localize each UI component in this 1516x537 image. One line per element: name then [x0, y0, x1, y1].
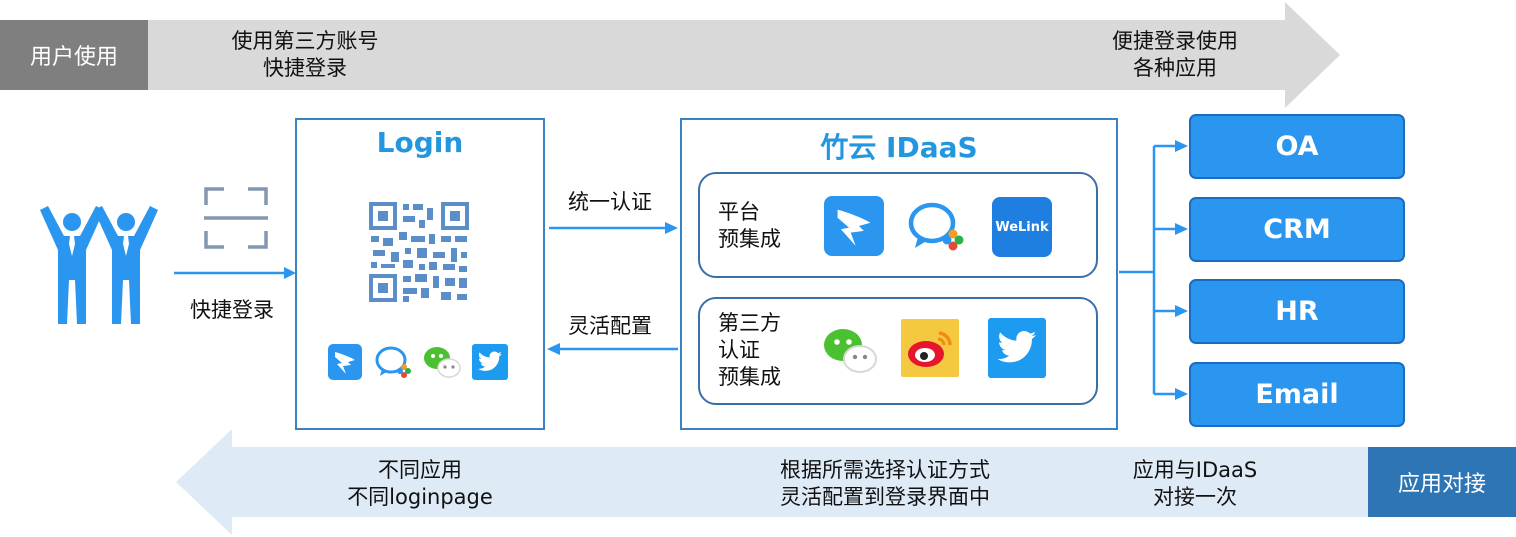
dingtalk-icon[interactable]	[328, 344, 362, 380]
twitter-bird	[997, 331, 1037, 363]
unified-auth-label: 统一认证	[568, 190, 652, 214]
app-button-hr[interactable]: HR	[1189, 279, 1405, 344]
twitter-icon[interactable]	[472, 344, 508, 380]
scan-icon	[204, 187, 268, 249]
top-banner-arrow	[0, 2, 1340, 108]
arrow-to-idaas	[549, 222, 678, 234]
app-button-oa[interactable]: OA	[1189, 114, 1405, 179]
bottom-banner-label: 应用对接	[1397, 472, 1486, 497]
bottom-banner-arrow	[176, 429, 1516, 535]
idaas-title: 竹云 IDaaS	[820, 131, 978, 164]
third-party-label-line2: 认证	[718, 338, 760, 362]
weibo-glyph	[908, 331, 952, 367]
bottom-banner-mid-line1: 根据所需选择认证方式	[780, 458, 990, 482]
bottom-banner-right-line1: 应用与IDaaS	[1132, 458, 1258, 482]
qr-code-icon[interactable]	[369, 202, 469, 302]
twitter-bird	[477, 351, 502, 371]
app-button-email[interactable]: Email	[1189, 362, 1405, 427]
people-icon	[40, 206, 158, 324]
weibo-icon[interactable]	[901, 319, 959, 377]
quick-login-label: 快捷登录	[190, 298, 274, 322]
top-banner-right-text: 便捷登录使用 各种应用	[1080, 28, 1270, 82]
dingtalk-glyph	[837, 209, 871, 246]
bottom-banner-left-line2: 不同loginpage	[347, 485, 493, 509]
login-title: Login	[376, 126, 464, 159]
platform-label-line1: 平台	[718, 200, 760, 224]
app-branch-connector	[1119, 140, 1188, 400]
arrow-to-login	[174, 267, 296, 279]
top-banner-left-text: 使用第三方账号 快捷登录	[200, 28, 410, 82]
bottom-banner-right-line2: 对接一次	[1153, 485, 1237, 509]
platform-label-line2: 预集成	[718, 227, 781, 251]
wechat-icon[interactable]	[822, 326, 878, 376]
flexible-config-label: 灵活配置	[568, 314, 652, 338]
top-banner-left-line2: 快捷登录	[263, 56, 347, 80]
top-banner-right-line1: 便捷登录使用	[1112, 29, 1238, 53]
chat-bubble-icon[interactable]	[906, 198, 970, 256]
third-party-label-line3: 预集成	[718, 365, 781, 389]
chat-bubble-icon[interactable]	[374, 343, 414, 381]
welink-icon[interactable]: WeLink	[992, 197, 1052, 257]
top-banner-left-line1: 使用第三方账号	[231, 29, 379, 53]
twitter-icon[interactable]	[988, 318, 1046, 378]
platform-label: 平台 预集成	[718, 199, 781, 253]
bottom-banner-mid-text: 根据所需选择认证方式 灵活配置到登录界面中	[740, 457, 1030, 511]
top-banner-label: 用户使用	[29, 45, 118, 70]
bottom-banner-left-text: 不同应用 不同loginpage	[300, 457, 540, 511]
app-button-crm[interactable]: CRM	[1189, 197, 1405, 262]
third-party-label: 第三方 认证 预集成	[718, 310, 781, 391]
welink-text: WeLink	[995, 219, 1049, 235]
third-party-label-line1: 第三方	[718, 311, 781, 335]
top-banner-right-line2: 各种应用	[1133, 56, 1217, 80]
arrow-to-login-box	[547, 343, 678, 355]
bottom-banner-left-line1: 不同应用	[378, 458, 462, 482]
bottom-banner-right-text: 应用与IDaaS 对接一次	[1110, 457, 1280, 511]
bottom-banner-mid-line2: 灵活配置到登录界面中	[780, 485, 990, 509]
wechat-icon[interactable]	[422, 344, 462, 380]
dingtalk-glyph	[335, 352, 355, 374]
third-party-preintegration-box	[698, 297, 1098, 405]
dingtalk-icon[interactable]	[824, 196, 884, 256]
